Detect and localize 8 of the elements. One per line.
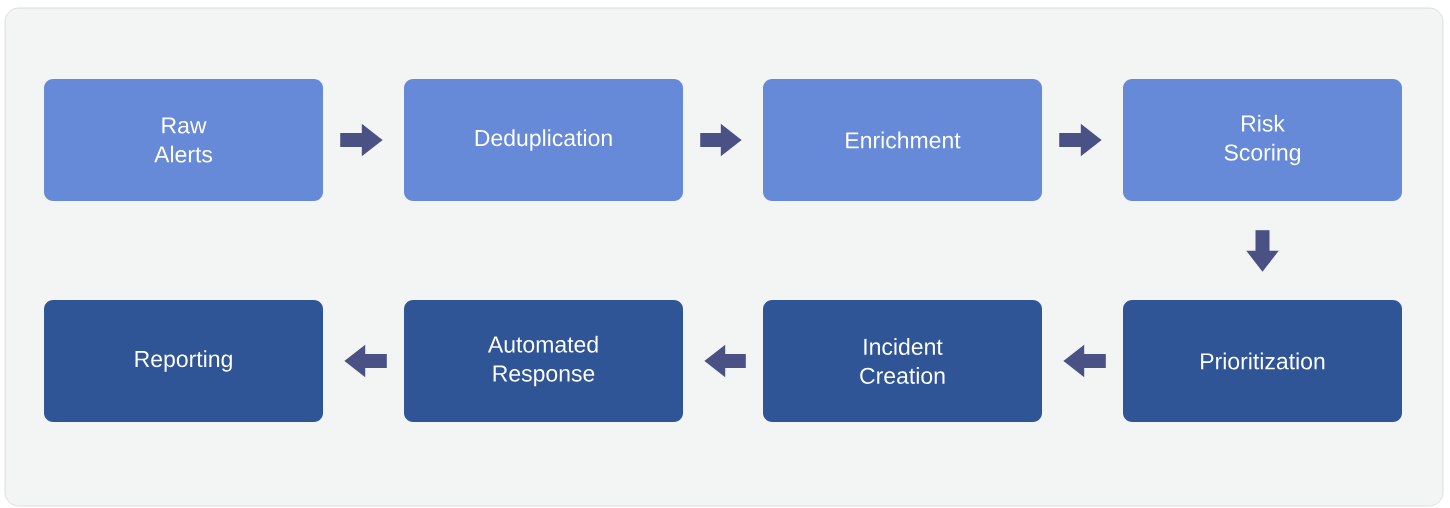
process-box: Reporting (44, 300, 323, 422)
process-box: Prioritization (1123, 300, 1402, 422)
process-box: Risk Scoring (1123, 79, 1402, 201)
process-box: Enrichment (763, 79, 1042, 201)
process-box: Automated Response (404, 300, 683, 422)
process-box: Raw Alerts (44, 79, 323, 201)
process-box: Incident Creation (763, 300, 1042, 422)
process-box: Deduplication (404, 79, 683, 201)
